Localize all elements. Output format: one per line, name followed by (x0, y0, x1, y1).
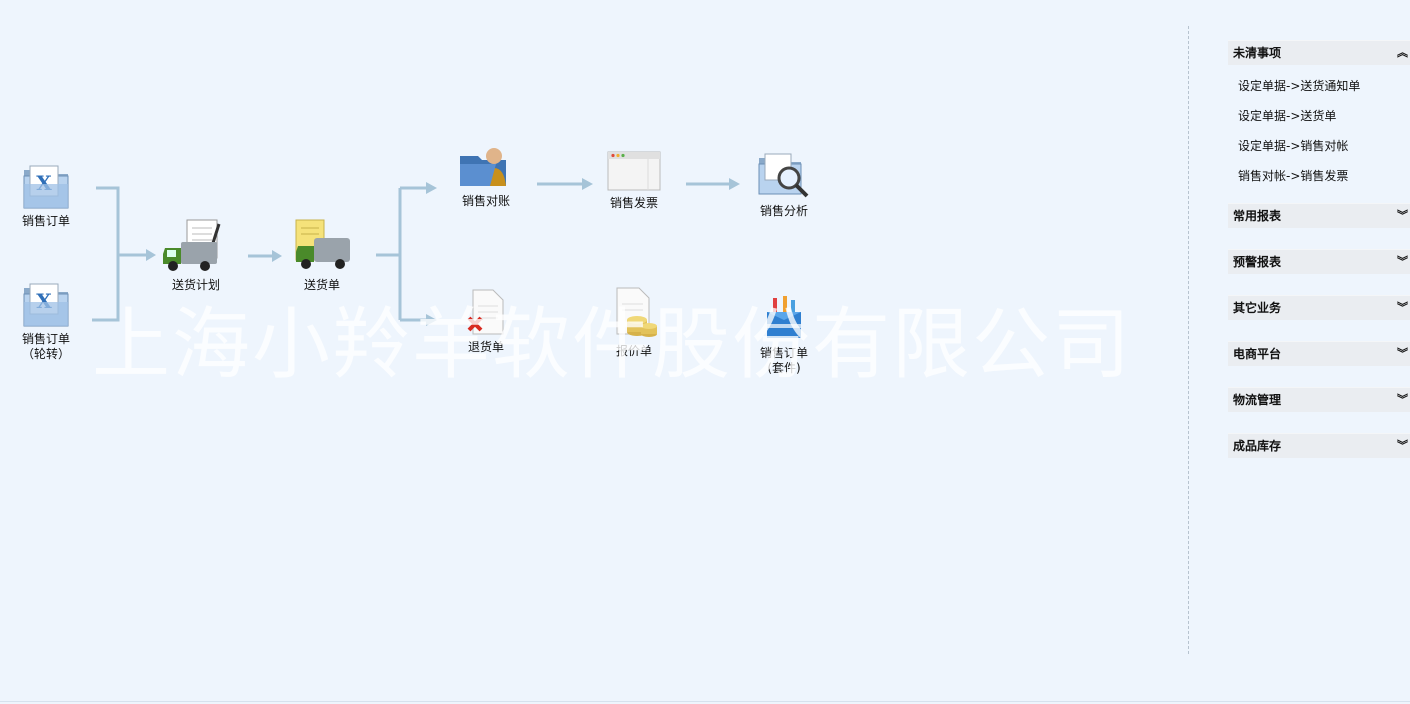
toolbox-icon (767, 296, 801, 338)
section-items: 设定单据->送货通知单 设定单据->送货单 设定单据->销售对帐 销售对帐->销… (1228, 65, 1410, 203)
node-sales-order[interactable]: X 销售订单 (14, 160, 78, 229)
node-label: 销售订单 (21, 214, 70, 228)
folder-user-icon (460, 148, 506, 186)
document-coins-icon (616, 287, 657, 337)
pending-item-delivery-notice[interactable]: 设定单据->送货通知单 (1238, 79, 1361, 93)
node-label: 销售订单 (759, 346, 808, 360)
node-sales-invoice[interactable]: 销售发票 (602, 150, 666, 211)
node-sales-order-rotation[interactable]: X 销售订单 （轮转） (14, 278, 78, 362)
node-label-sub: (套件) (767, 361, 801, 375)
section-title: 电商平台 (1233, 347, 1282, 361)
pending-item-sales-invoice[interactable]: 销售对帐->销售发票 (1238, 169, 1349, 183)
section-header-finished-stock[interactable]: 成品库存 ︾ (1228, 433, 1410, 458)
node-label: 销售发票 (609, 196, 658, 210)
section-title: 预警报表 (1233, 255, 1282, 269)
section-header-alert-reports[interactable]: 预警报表 ︾ (1228, 249, 1410, 274)
node-delivery-plan[interactable]: 送货计划 (160, 218, 232, 293)
bottom-border (0, 701, 1410, 702)
pending-item-sales-reconcile[interactable]: 设定单据->销售对帐 (1238, 139, 1349, 153)
section-header-logistics[interactable]: 物流管理 ︾ (1228, 387, 1410, 412)
node-label: 报价单 (615, 344, 652, 358)
delivery-truck-note-icon (295, 219, 350, 269)
node-label: 退货单 (467, 340, 504, 354)
sidebar: 未清事项 ︽ 设定单据->送货通知单 设定单据->送货单 设定单据->销售对帐 … (1228, 40, 1410, 458)
flow-connectors (92, 178, 740, 326)
window-document-icon (607, 151, 661, 191)
chevron-double-down-icon[interactable]: ︾ (1397, 209, 1408, 222)
node-delivery-note[interactable]: 送货单 (290, 218, 354, 293)
section-header-common-reports[interactable]: 常用报表 ︾ (1228, 203, 1410, 228)
node-label: 销售分析 (759, 204, 808, 218)
section-header-other-business[interactable]: 其它业务 ︾ (1228, 295, 1410, 320)
section-title: 常用报表 (1233, 209, 1282, 223)
chevron-double-down-icon[interactable]: ︾ (1397, 393, 1408, 406)
chevron-double-up-icon[interactable]: ︽ (1397, 46, 1408, 59)
node-quotation[interactable]: 报价单 (604, 286, 664, 359)
pending-item-delivery-note[interactable]: 设定单据->送货单 (1238, 109, 1337, 123)
node-sales-reconciliation[interactable]: 销售对账 (452, 142, 520, 209)
node-label-sub: （轮转） (21, 347, 70, 361)
section-title: 物流管理 (1233, 393, 1282, 407)
folder-magnifier-icon (758, 153, 809, 198)
folder-excel-icon: X (23, 283, 69, 327)
node-sales-order-kit[interactable]: 销售订单 (套件) (752, 296, 816, 376)
document-delete-icon (467, 289, 504, 335)
node-return-note[interactable]: 退货单 (456, 288, 516, 355)
section-header-pending[interactable]: 未清事项 ︽ (1228, 40, 1410, 65)
panel-divider (1188, 26, 1189, 654)
section-title: 成品库存 (1233, 439, 1282, 453)
node-label: 销售订单 (21, 332, 70, 346)
chevron-double-down-icon[interactable]: ︾ (1397, 255, 1408, 268)
section-title: 其它业务 (1233, 301, 1282, 315)
sidebar-section-pending: 未清事项 ︽ 设定单据->送货通知单 设定单据->送货单 设定单据->销售对帐 … (1228, 40, 1410, 203)
delivery-truck-document-icon (163, 219, 221, 271)
node-sales-analysis[interactable]: 销售分析 (752, 148, 816, 219)
chevron-double-down-icon[interactable]: ︾ (1397, 301, 1408, 314)
chevron-double-down-icon[interactable]: ︾ (1397, 439, 1408, 452)
node-label: 送货单 (303, 278, 340, 292)
node-label: 销售对账 (461, 194, 510, 208)
section-header-ecommerce[interactable]: 电商平台 ︾ (1228, 341, 1410, 366)
node-label: 送货计划 (171, 278, 220, 292)
process-flow-canvas: X 销售订单 X 销售订单 （轮转） 送货计划 (14, 142, 1130, 390)
folder-excel-icon: X (23, 165, 69, 209)
chevron-double-down-icon[interactable]: ︾ (1397, 347, 1408, 360)
section-title: 未清事项 (1233, 46, 1282, 60)
